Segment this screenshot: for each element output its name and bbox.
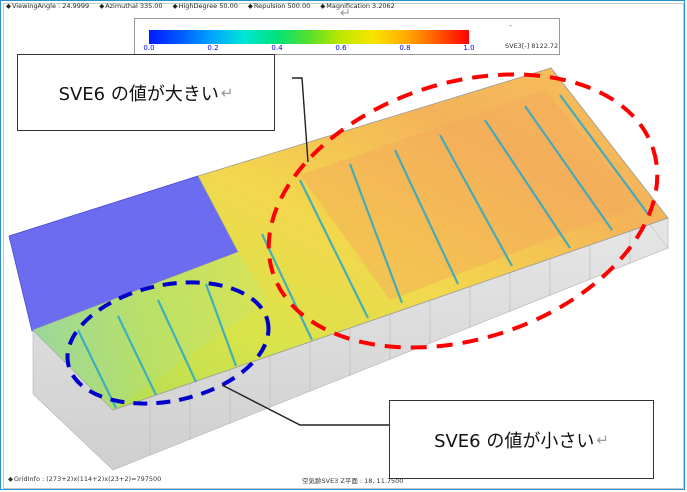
floor-warm-zone xyxy=(300,90,640,300)
small-value-label: SVE6 の値が小さい xyxy=(434,430,595,452)
scale-unit-label: SVE3[-] 8122.72 xyxy=(505,42,559,50)
return-icon: ↵ xyxy=(340,6,351,21)
azimuthal-param: Azimuthal 335.00 xyxy=(99,2,162,10)
scale-tick-label: 0.2 xyxy=(207,44,219,52)
color-scale-bar xyxy=(149,30,469,44)
small-callout-leader xyxy=(221,384,389,426)
small-value-callout: SVE6 の値が小さい↵ xyxy=(389,400,654,479)
grid-info: GridInfo : (273+2)x(114+2)x(23+2)=797500 xyxy=(8,475,161,483)
repulsion-param: Repulsion 500.00 xyxy=(248,2,310,10)
scale-tick-label: 0.0 xyxy=(143,44,155,52)
color-scale-ticks: 0.0 0.2 0.4 0.6 0.8 1.0 xyxy=(143,44,474,54)
high-degree-param: HighDegree 50.00 xyxy=(173,2,238,10)
scale-tick-label: 0.4 xyxy=(271,44,283,52)
return-icon: ↵ xyxy=(220,83,234,102)
large-value-label: SVE6 の値が大きい xyxy=(58,83,219,105)
plane-info: 空気齢SVE3 Z平面 : 18, 11.7500 xyxy=(302,477,404,485)
legend-dash: - xyxy=(509,21,512,30)
color-scale-legend: - 0.0 0.2 0.4 0.6 0.8 1.0 SVE3[-] 8122.72 xyxy=(134,18,560,55)
small-value-region-ellipse xyxy=(65,280,271,406)
viewing-angle-param: ViewingAngle : 24.9999 xyxy=(6,2,89,10)
scale-tick-label: 1.0 xyxy=(463,44,475,52)
large-callout-leader xyxy=(292,77,309,163)
large-value-region-ellipse xyxy=(266,72,660,350)
large-value-callout: SVE6 の値が大きい↵ xyxy=(17,54,275,131)
view-parameters: ViewingAngle : 24.9999 Azimuthal 335.00 … xyxy=(6,2,395,10)
magnification-param: Magnification 3.2062 xyxy=(320,2,395,10)
beam-stripes xyxy=(77,94,649,409)
return-icon: ↵ xyxy=(596,430,609,449)
wall-columns xyxy=(149,231,631,455)
scale-tick-label: 0.8 xyxy=(399,44,411,52)
scale-tick-label: 0.6 xyxy=(335,44,347,52)
